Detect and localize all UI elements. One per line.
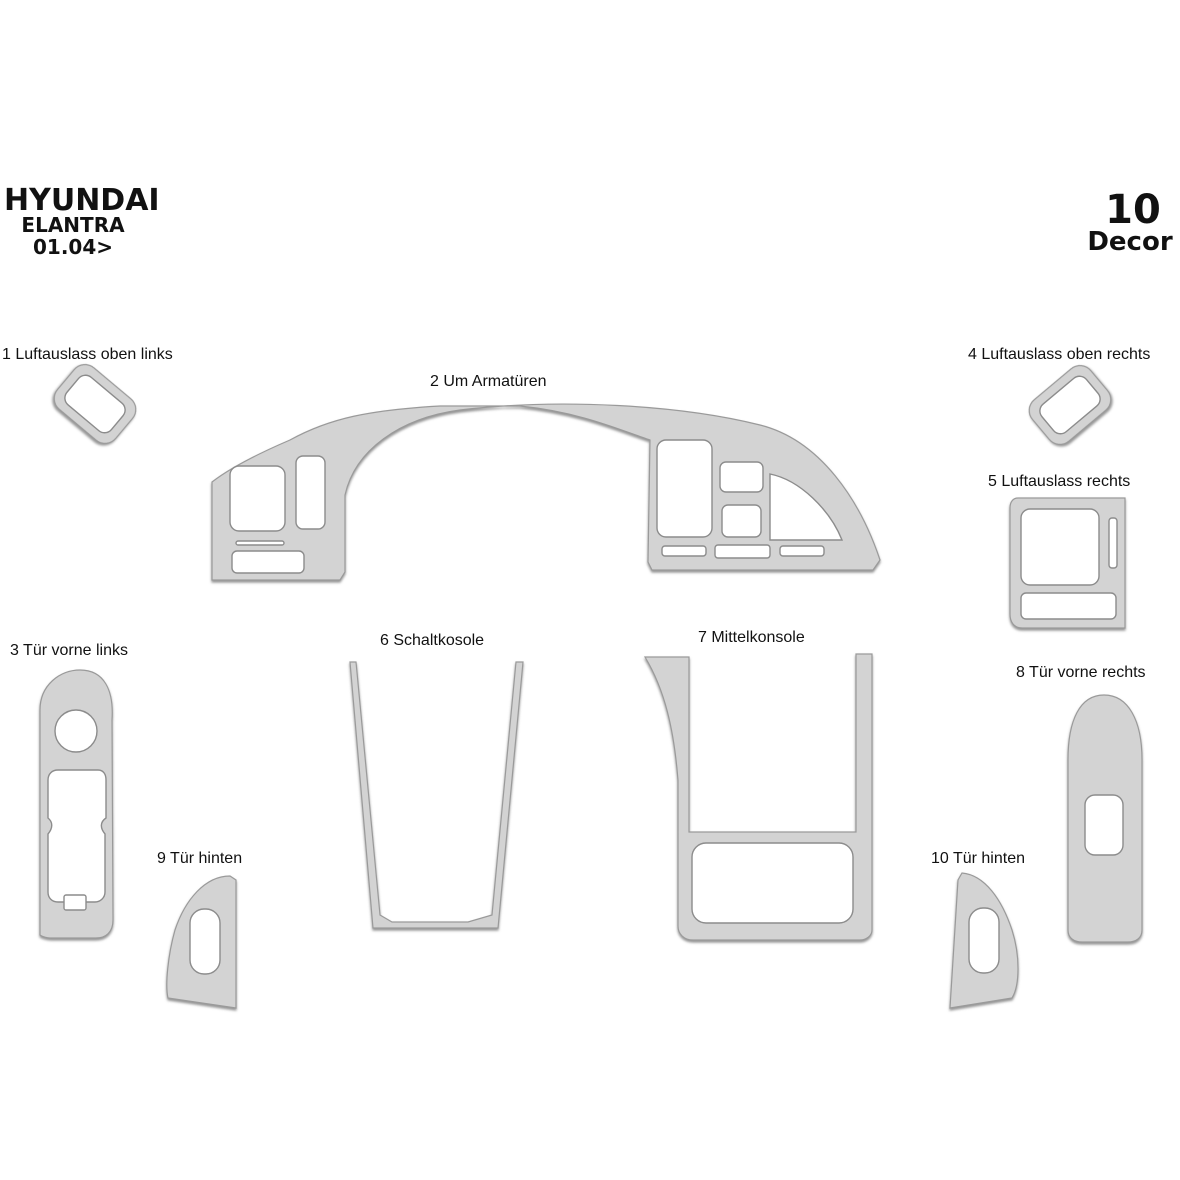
piece-count: 10 xyxy=(1105,187,1161,233)
label-part-4: 4 Luftauslass oben rechts xyxy=(968,346,1151,363)
label-part-10: 10 Tür hinten xyxy=(931,850,1025,867)
make-title: HYUNDAI xyxy=(4,183,160,218)
model-title: ELANTRA xyxy=(21,213,125,237)
part-9-door-rear-left xyxy=(166,875,237,1009)
part-3-door-front-left xyxy=(39,669,114,939)
label-part-1: 1 Luftauslass oben links xyxy=(2,346,173,363)
part-1-vent-top-left xyxy=(53,364,137,444)
part-5-vent-right xyxy=(1009,497,1126,629)
part-2-instrument-surround xyxy=(211,403,881,581)
part-10-door-rear-right xyxy=(949,872,1019,1009)
label-part-6: 6 Schaltkosole xyxy=(380,632,485,649)
label-part-9: 9 Tür hinten xyxy=(157,850,243,867)
piece-type: Decor xyxy=(1087,227,1173,257)
label-part-3: 3 Tür vorne links xyxy=(10,642,128,659)
label-part-7: 7 Mittelkonsole xyxy=(698,629,805,646)
label-part-2: 2 Um Armatüren xyxy=(430,373,547,390)
label-part-8: 8 Tür vorne rechts xyxy=(1016,664,1146,681)
part-8-door-front-right xyxy=(1067,694,1143,943)
label-part-5: 5 Luftauslass rechts xyxy=(988,473,1131,490)
part-7-center-console xyxy=(643,653,873,941)
part-6-shift-console xyxy=(349,661,524,929)
part-4-vent-top-right xyxy=(1028,365,1112,445)
year-range: 01.04> xyxy=(32,235,114,259)
